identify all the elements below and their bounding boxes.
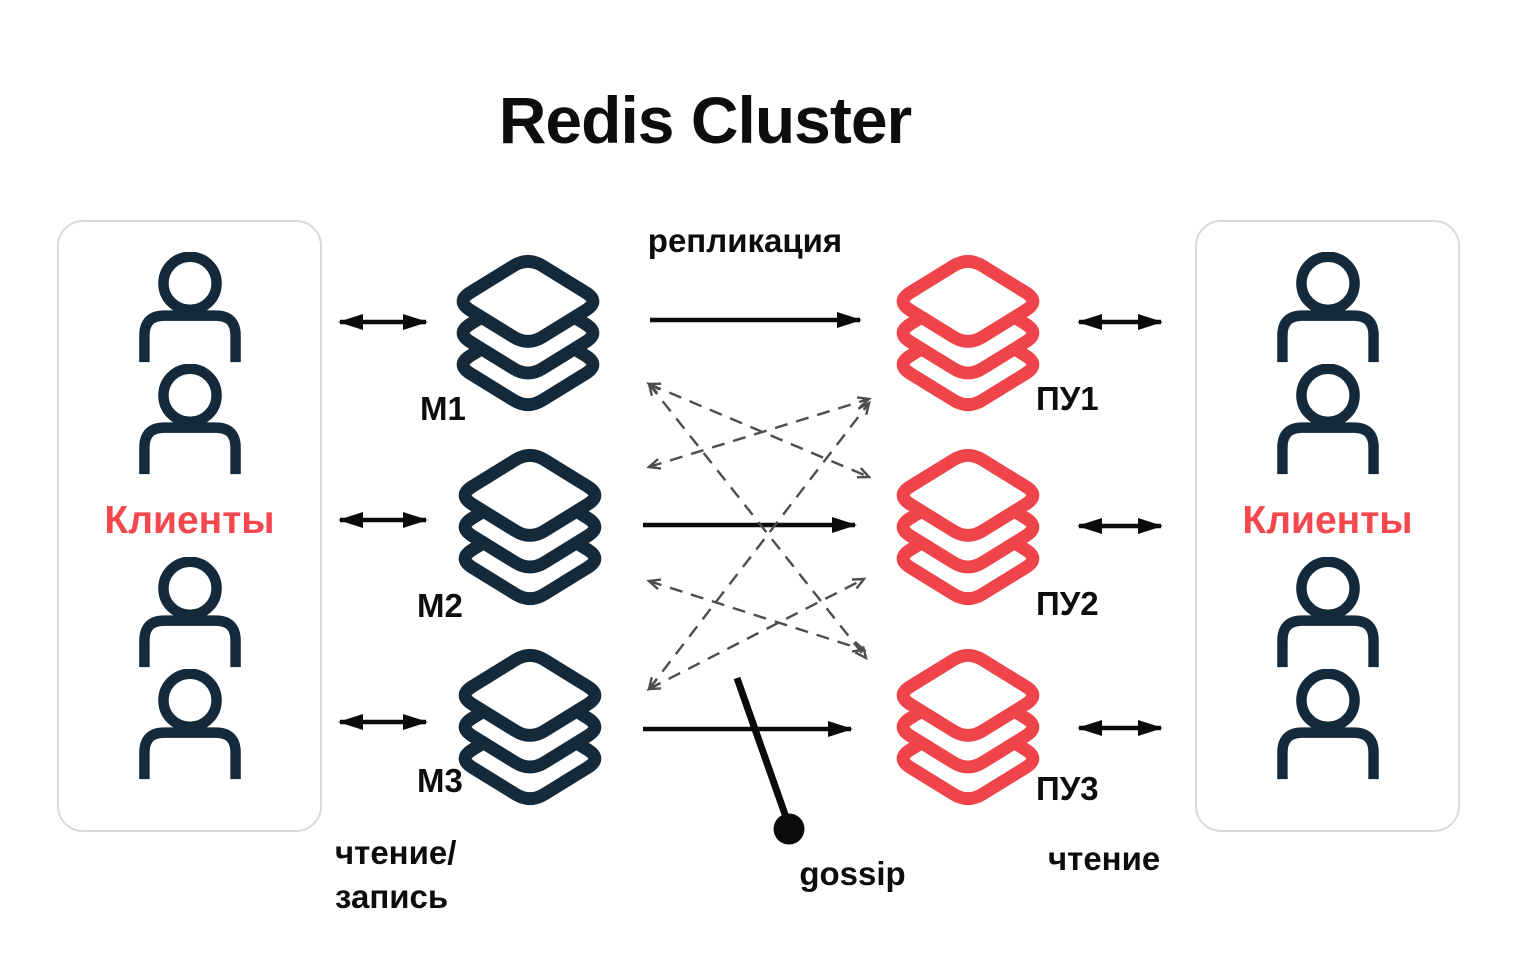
master-label-m1: M1 <box>420 390 466 427</box>
replica-label-pu1: ПУ1 <box>1036 380 1099 417</box>
read-write-line1: чтение/ <box>335 834 457 871</box>
master-label-m3: M3 <box>417 762 463 799</box>
replica-label-pu3: ПУ3 <box>1036 770 1099 807</box>
clients-box-right: Клиенты <box>1195 220 1460 832</box>
replication-label: репликация <box>647 222 843 259</box>
read-label: чтение <box>1048 840 1161 877</box>
gossip-link-m1-pu2 <box>646 382 872 479</box>
gossip-label: gossip <box>799 855 906 892</box>
client-person-icon <box>1271 252 1385 364</box>
replica-label-pu2: ПУ2 <box>1036 585 1099 622</box>
gossip-link-m2-pu1 <box>646 396 872 470</box>
gossip-link-m3-pu2 <box>646 577 867 691</box>
client-person-icon <box>1271 669 1385 781</box>
client-person-icon <box>1271 557 1385 669</box>
gossip-link-m1-pu3 <box>647 381 868 661</box>
replica-node-pu3-icon <box>884 644 1052 810</box>
read-write-line2: запись <box>335 878 449 915</box>
gossip-pointer-dot <box>773 813 805 845</box>
gossip-pointer-line <box>733 676 791 822</box>
client-person-icon <box>1271 364 1385 476</box>
client-person-icon <box>133 669 247 781</box>
master-label-m2: M2 <box>417 587 463 624</box>
client-person-icon <box>133 557 247 669</box>
client-person-icon <box>133 364 247 476</box>
client-person-icon <box>133 252 247 364</box>
clients-box-left: Клиенты <box>57 220 322 832</box>
replica-node-pu1-icon <box>884 250 1052 416</box>
read-write-label: чтение/ запись <box>335 831 456 919</box>
gossip-link-m2-pu3 <box>646 578 867 653</box>
master-node-m1-icon <box>444 250 612 416</box>
diagram-title: Redis Cluster <box>498 83 912 157</box>
master-node-m2-icon <box>446 444 614 610</box>
master-node-m3-icon <box>446 644 614 810</box>
replica-node-pu2-icon <box>884 444 1052 610</box>
clients-label-right: Клиенты <box>1242 499 1413 542</box>
clients-label-left: Клиенты <box>104 499 275 542</box>
gossip-link-m3-pu1 <box>647 400 871 692</box>
